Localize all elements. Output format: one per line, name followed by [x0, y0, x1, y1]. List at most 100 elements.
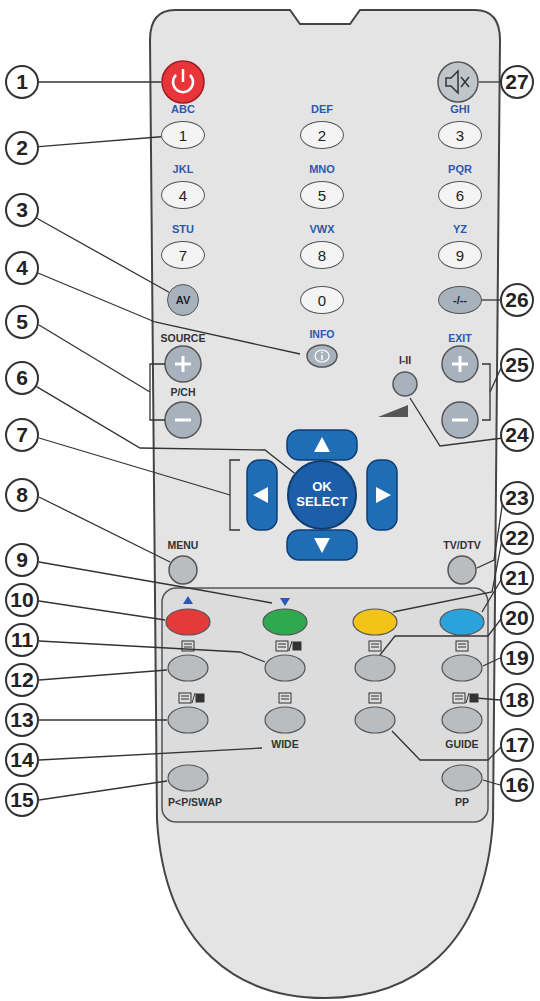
button-label: SOURCE — [161, 332, 206, 344]
number-button: PQR6 — [438, 181, 482, 209]
button-label: EXIT — [448, 332, 471, 344]
button-label: I-II — [399, 354, 411, 366]
number-button: VWX8 — [300, 241, 344, 269]
callout-number: 10 — [5, 583, 39, 617]
button-text: 9 — [16, 548, 28, 572]
button-text: 3 — [16, 198, 28, 222]
teletext-icon — [276, 641, 301, 651]
button-text: 1 — [179, 127, 187, 144]
callout-number: 14 — [5, 743, 39, 777]
button-text: 15 — [10, 788, 33, 812]
button-text: 27 — [505, 70, 528, 94]
button-label: MENU — [168, 539, 199, 551]
button-label: TV/DTV — [443, 539, 480, 551]
button-text: 8 — [318, 247, 326, 264]
button-text: 4 — [179, 187, 187, 204]
button-text: 23 — [505, 486, 528, 510]
button-text: 13 — [10, 708, 33, 732]
button-text: AV — [176, 294, 190, 306]
button-text: 20 — [505, 606, 528, 630]
callout-number: 24 — [500, 418, 534, 452]
button-text: 7 — [179, 247, 187, 264]
button-text: 6 — [456, 187, 464, 204]
callout-number: 11 — [5, 623, 39, 657]
av-button: AV — [167, 284, 199, 316]
button-text: 12 — [10, 668, 33, 692]
button-text: 18 — [505, 688, 528, 712]
button-text: 26 — [505, 288, 528, 312]
callout-number: 1 — [5, 65, 39, 99]
callout-number: 5 — [5, 305, 39, 339]
callout-number: 13 — [5, 703, 39, 737]
button-text: 10 — [10, 588, 33, 612]
colour-buttons — [166, 609, 484, 635]
number-button: 0 — [300, 286, 344, 314]
page-arrows — [183, 596, 290, 606]
callout-number: 27 — [500, 65, 534, 99]
leader-lines — [38, 82, 503, 800]
letter-label: VWX — [309, 223, 334, 235]
plus-minus-symbols — [175, 356, 468, 420]
teletext-icon — [279, 693, 291, 703]
letter-label: GHI — [450, 103, 470, 115]
leader-line — [482, 299, 500, 300]
remote-body — [150, 10, 500, 998]
letter-label: MNO — [309, 163, 335, 175]
callout-number: 6 — [5, 361, 39, 395]
number-button: STU7 — [161, 241, 205, 269]
callout-number: 19 — [500, 641, 534, 675]
letter-label: PQR — [448, 163, 472, 175]
button-text: 11 — [11, 628, 33, 652]
button-label: INFO — [309, 328, 334, 340]
callout-number: 22 — [500, 521, 534, 555]
callout-number: 25 — [500, 348, 534, 382]
callout-number: 9 — [5, 543, 39, 577]
volume-wedge — [378, 405, 408, 417]
button-text: 5 — [318, 187, 326, 204]
rocker-buttons — [165, 345, 478, 438]
teletext-icons — [179, 641, 478, 703]
button-text: 7 — [16, 423, 28, 447]
teletext-icon — [179, 693, 204, 703]
number-button: MNO5 — [300, 181, 344, 209]
callout-number: 17 — [500, 728, 534, 762]
button-text: 4 — [16, 256, 28, 280]
power-button — [162, 61, 204, 103]
navigation-pad — [247, 430, 397, 560]
button-label: PP — [455, 796, 469, 808]
teletext-icon — [369, 693, 381, 703]
callout-number: 8 — [5, 478, 39, 512]
letter-label: STU — [172, 223, 194, 235]
callout-number: 2 — [5, 131, 39, 165]
number-button: ABC1 — [161, 121, 205, 149]
callout-number: 23 — [500, 481, 534, 515]
mute-button — [438, 62, 478, 102]
callout-number: 18 — [500, 683, 534, 717]
menu-buttons — [169, 556, 476, 584]
button-text: 25 — [505, 353, 528, 377]
button-label: P<P/SWAP — [168, 796, 222, 808]
button-text: 21 — [505, 566, 528, 590]
button-text: 9 — [456, 247, 464, 264]
number-button: GHI3 — [438, 121, 482, 149]
button-text: 19 — [505, 646, 528, 670]
button-text: OK SELECT — [294, 480, 350, 510]
lower-panel — [162, 588, 488, 822]
number-button: DEF2 — [300, 121, 344, 149]
number-button: YZ9 — [438, 241, 482, 269]
button-text: 16 — [505, 773, 528, 797]
navigation-arrows — [253, 437, 391, 553]
button-text: 17 — [505, 733, 528, 757]
button-text: 1 — [16, 70, 28, 94]
function-buttons — [168, 655, 482, 791]
leader-line — [37, 218, 169, 292]
button-text: 14 — [10, 748, 33, 772]
leader-line — [39, 137, 161, 147]
callout-number: 21 — [500, 561, 534, 595]
button-text: 22 — [505, 526, 528, 550]
ok-button: OK SELECT — [287, 460, 357, 530]
button-text: 2 — [318, 127, 326, 144]
callout-number: 3 — [5, 193, 39, 227]
